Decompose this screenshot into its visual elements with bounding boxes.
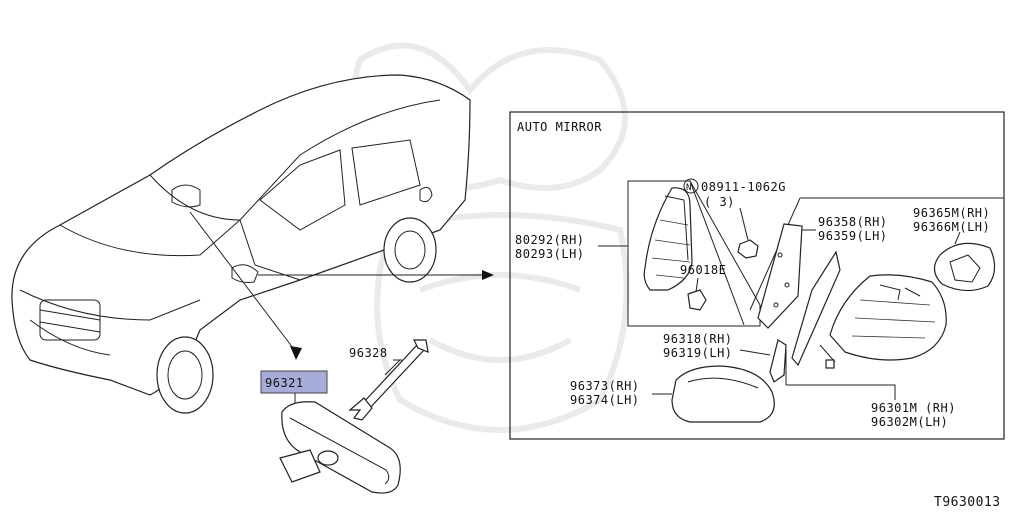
label-96358: 96358(RH) [818, 215, 888, 229]
mirror-cap-part: 96318(RH) 96319(LH) [663, 332, 787, 383]
box-title: AUTO MIRROR [517, 120, 602, 134]
label-96319: 96319(LH) [663, 346, 733, 360]
nut-part: N 08911-1062G ( 3) [683, 178, 786, 259]
rearview-mirror-part [279, 393, 401, 494]
highlighted-part-96321[interactable]: 96321 [260, 370, 328, 394]
label-80292: 80292(RH) [515, 233, 585, 247]
door-mirror-assembly: 96301M (RH) 96302M(LH) [785, 250, 956, 429]
arrow-to-auto-mirror-box [258, 270, 494, 280]
label-96328: 96328 [349, 346, 388, 360]
auto-mirror-box: AUTO MIRROR [509, 111, 1005, 440]
label-nut-qty: ( 3) [704, 195, 735, 209]
label-96365M: 96365M(RH) [913, 206, 990, 220]
label-96318: 96318(RH) [663, 332, 733, 346]
arrow-to-inner-mirror [189, 211, 302, 360]
label-08911-1062G: 08911-1062G [701, 180, 786, 194]
label-96301M: 96301M (RH) [871, 401, 956, 415]
label-96373: 96373(RH) [570, 379, 640, 393]
label-96366M: 96366M(LH) [913, 220, 990, 234]
wrench-part: 96328 [348, 339, 429, 421]
nut-symbol: N [686, 183, 692, 193]
mirror-glass-part: 96365M(RH) 96366M(LH) [913, 206, 996, 292]
label-96302M: 96302M(LH) [871, 415, 948, 429]
label-96374: 96374(LH) [570, 393, 640, 407]
car-illustration [11, 74, 471, 414]
mirror-housing-part: 96373(RH) 96374(LH) [570, 365, 775, 423]
mirror-cover-inset: 80292(RH) 80293(LH) 96018E [515, 180, 761, 327]
label-96321: 96321 [265, 376, 304, 390]
mirror-base-part: 96358(RH) 96359(LH) [749, 197, 1004, 329]
label-80293: 80293(LH) [515, 247, 585, 261]
diagram-code: T9630013 [934, 495, 1001, 510]
label-96359: 96359(LH) [818, 229, 888, 243]
label-96018E: 96018E [680, 263, 726, 277]
